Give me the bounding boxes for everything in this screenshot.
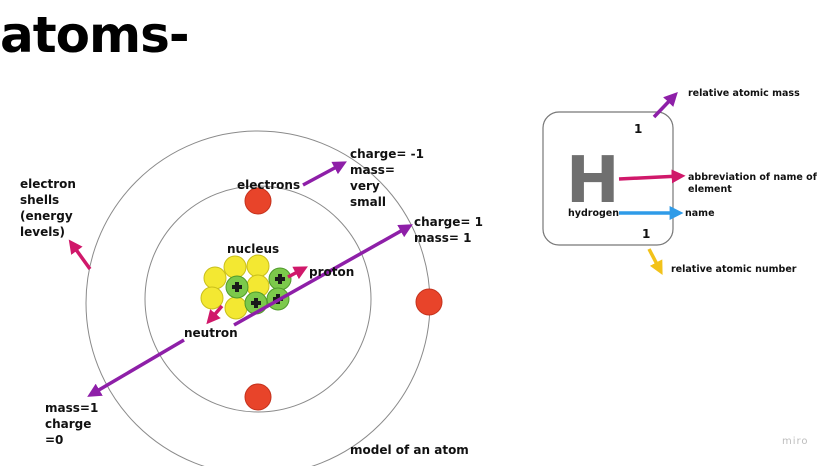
electron-top <box>244 187 272 215</box>
neutron-properties: mass=1 charge =0 <box>45 401 99 447</box>
arrow-electron-shells <box>68 239 92 271</box>
nucleus <box>200 254 292 320</box>
arrow-proton <box>287 266 308 280</box>
element-symbol: H <box>566 144 620 218</box>
neutron-label: neutron <box>184 326 238 340</box>
proton-particle <box>246 254 270 278</box>
nucleus-label: nucleus <box>227 242 280 256</box>
arrow-abbreviation <box>618 169 686 184</box>
page-title: atoms- <box>0 6 190 64</box>
arrow-electrons <box>302 161 347 187</box>
proton-particle <box>223 255 247 279</box>
relative-atomic-number-label: relative atomic number <box>671 264 797 275</box>
abbreviation-label: abbreviation of name of element <box>688 172 817 195</box>
electron-shells-label: electron shells (energy levels) <box>20 177 76 239</box>
neutron-particle <box>268 267 292 291</box>
neutron-particle <box>225 275 249 299</box>
arrow-relative-atomic-number <box>647 248 663 275</box>
miro-watermark: miro <box>782 436 809 447</box>
mass-number: 1 <box>634 122 643 136</box>
proton-particle <box>203 266 227 290</box>
arrow-relative-atomic-mass <box>652 91 678 119</box>
element-name: hydrogen <box>568 208 619 219</box>
electron-properties: charge= -1 mass= very small <box>350 147 424 209</box>
proton-label: proton <box>309 265 355 279</box>
electron-bottom <box>244 383 272 411</box>
arrow-proton-props <box>233 224 413 327</box>
name-label: name <box>685 208 715 219</box>
atomic-number: 1 <box>642 227 651 241</box>
electron-right <box>415 288 443 316</box>
proton-particle <box>224 296 248 320</box>
arrow-neutron <box>206 304 224 325</box>
atom-model-caption: model of an atom <box>350 443 469 457</box>
relative-atomic-mass-label: relative atomic mass <box>688 88 800 99</box>
proton-properties: charge= 1 mass= 1 <box>414 215 483 245</box>
electrons-label: electrons <box>237 178 301 192</box>
proton-particle <box>200 286 224 310</box>
inner-electron-shell <box>144 185 372 413</box>
arrow-neutron-props <box>87 338 185 397</box>
